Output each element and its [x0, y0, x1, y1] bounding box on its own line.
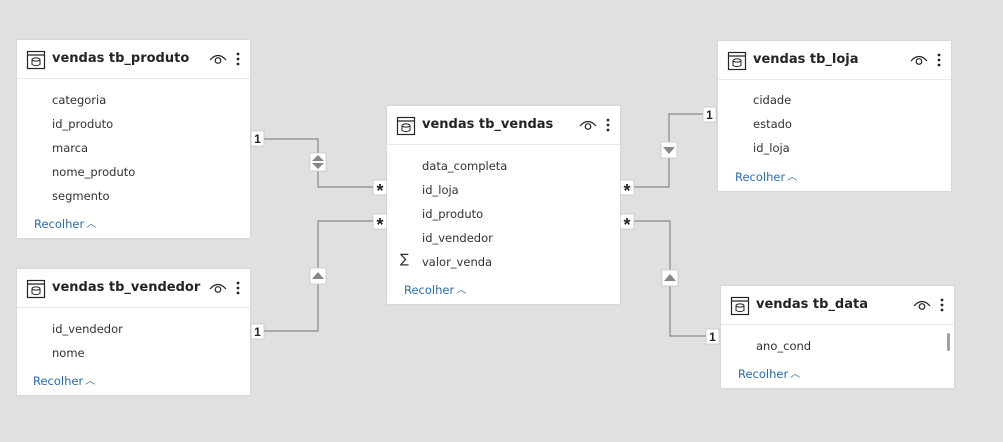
table-title: vendas tb_loja: [753, 52, 859, 67]
table-card-header[interactable]: vendas tb_loja: [718, 41, 951, 80]
more-options-icon[interactable]: [605, 117, 611, 133]
table-title: vendas tb_produto: [52, 51, 190, 66]
table-icon: [730, 296, 750, 316]
field-item[interactable]: id_produto: [52, 117, 114, 131]
scrollbar[interactable]: [947, 333, 950, 351]
filter-direction-up-icon[interactable]: [309, 267, 327, 285]
cardinality-one-marker: 1: [250, 323, 265, 340]
field-item[interactable]: id_produto: [422, 207, 484, 221]
table-title: vendas tb_vendedor: [52, 280, 201, 295]
table-card-header[interactable]: vendas tb_vendas: [387, 106, 620, 145]
table-card-header[interactable]: vendas tb_data: [721, 286, 954, 325]
table-card-tb-vendas[interactable]: vendas tb_vendas data_completa id_loja i…: [387, 106, 620, 304]
cardinality-one-label: 1: [709, 330, 716, 344]
table-card-tb-produto[interactable]: vendas tb_produto categoria id_produto m…: [17, 40, 250, 238]
cardinality-many-marker: *: [372, 213, 388, 235]
table-title: vendas tb_data: [756, 297, 868, 312]
field-item[interactable]: nome: [52, 346, 85, 360]
eye-icon[interactable]: [913, 298, 931, 312]
field-item[interactable]: id_vendedor: [422, 231, 493, 245]
field-item[interactable]: categoria: [52, 93, 107, 107]
eye-icon[interactable]: [209, 281, 227, 295]
sigma-icon: ∑: [400, 252, 409, 267]
collapse-link[interactable]: Recolher︿: [404, 282, 466, 297]
chevron-up-icon: ︿: [790, 369, 801, 380]
table-card-tb-loja[interactable]: vendas tb_loja cidade estado id_loja Rec…: [718, 41, 951, 191]
field-item[interactable]: id_loja: [753, 141, 790, 155]
table-title: vendas tb_vendas: [422, 117, 554, 132]
more-options-icon[interactable]: [235, 51, 241, 67]
more-options-icon[interactable]: [235, 280, 241, 296]
table-icon: [26, 50, 46, 70]
filter-direction-up-icon[interactable]: [661, 269, 679, 287]
cardinality-one-label: 1: [254, 132, 261, 146]
collapse-label: Recolher: [404, 283, 455, 297]
collapse-label: Recolher: [34, 217, 85, 231]
cardinality-many-label: *: [376, 181, 383, 201]
cardinality-many-marker: *: [372, 179, 388, 201]
collapse-link[interactable]: Recolher︿: [34, 216, 96, 231]
field-item[interactable]: valor_venda: [422, 255, 493, 269]
field-item[interactable]: id_loja: [422, 183, 459, 197]
chevron-up-icon: ︿: [456, 285, 467, 296]
field-item[interactable]: marca: [52, 141, 89, 155]
table-icon: [396, 116, 416, 136]
field-item[interactable]: nome_produto: [52, 165, 136, 179]
filter-direction-both-icon[interactable]: [309, 152, 327, 172]
table-card-header[interactable]: vendas tb_vendedor: [17, 269, 250, 308]
collapse-label: Recolher: [33, 374, 84, 388]
collapse-link[interactable]: Recolher︿: [735, 169, 797, 184]
collapse-label: Recolher: [735, 170, 786, 184]
field-item[interactable]: id_vendedor: [52, 322, 123, 336]
cardinality-one-marker: 1: [702, 106, 717, 123]
collapse-link[interactable]: Recolher︿: [33, 373, 95, 388]
field-item[interactable]: ano_cond: [756, 339, 812, 353]
table-card-tb-vendedor[interactable]: vendas tb_vendedor id_vendedor nome Reco…: [17, 269, 250, 395]
cardinality-many-label: *: [623, 215, 630, 235]
cardinality-many-marker: *: [619, 179, 635, 201]
eye-icon[interactable]: [910, 53, 928, 67]
chevron-up-icon: ︿: [787, 172, 798, 183]
collapse-link[interactable]: Recolher︿: [738, 366, 800, 381]
field-item[interactable]: estado: [753, 117, 792, 131]
collapse-label: Recolher: [738, 367, 789, 381]
table-card-header[interactable]: vendas tb_produto: [17, 40, 250, 79]
more-options-icon[interactable]: [936, 52, 942, 68]
field-item[interactable]: segmento: [52, 189, 110, 203]
table-icon: [727, 51, 747, 71]
table-icon: [26, 279, 46, 299]
more-options-icon[interactable]: [939, 297, 945, 313]
field-item[interactable]: cidade: [753, 93, 792, 107]
chevron-up-icon: ︿: [86, 219, 97, 230]
cardinality-one-label: 1: [706, 108, 713, 122]
eye-icon[interactable]: [579, 118, 597, 132]
field-item[interactable]: data_completa: [422, 159, 508, 173]
chevron-up-icon: ︿: [85, 376, 96, 387]
table-card-tb-data[interactable]: vendas tb_data ano_cond Recolher︿: [721, 286, 954, 388]
cardinality-one-label: 1: [254, 325, 261, 339]
filter-direction-down-icon[interactable]: [660, 141, 678, 159]
cardinality-many-label: *: [623, 181, 630, 201]
cardinality-many-marker: *: [619, 213, 635, 235]
cardinality-one-marker: 1: [705, 328, 720, 345]
cardinality-one-marker: 1: [250, 130, 265, 147]
cardinality-many-label: *: [376, 215, 383, 235]
eye-icon[interactable]: [209, 52, 227, 66]
